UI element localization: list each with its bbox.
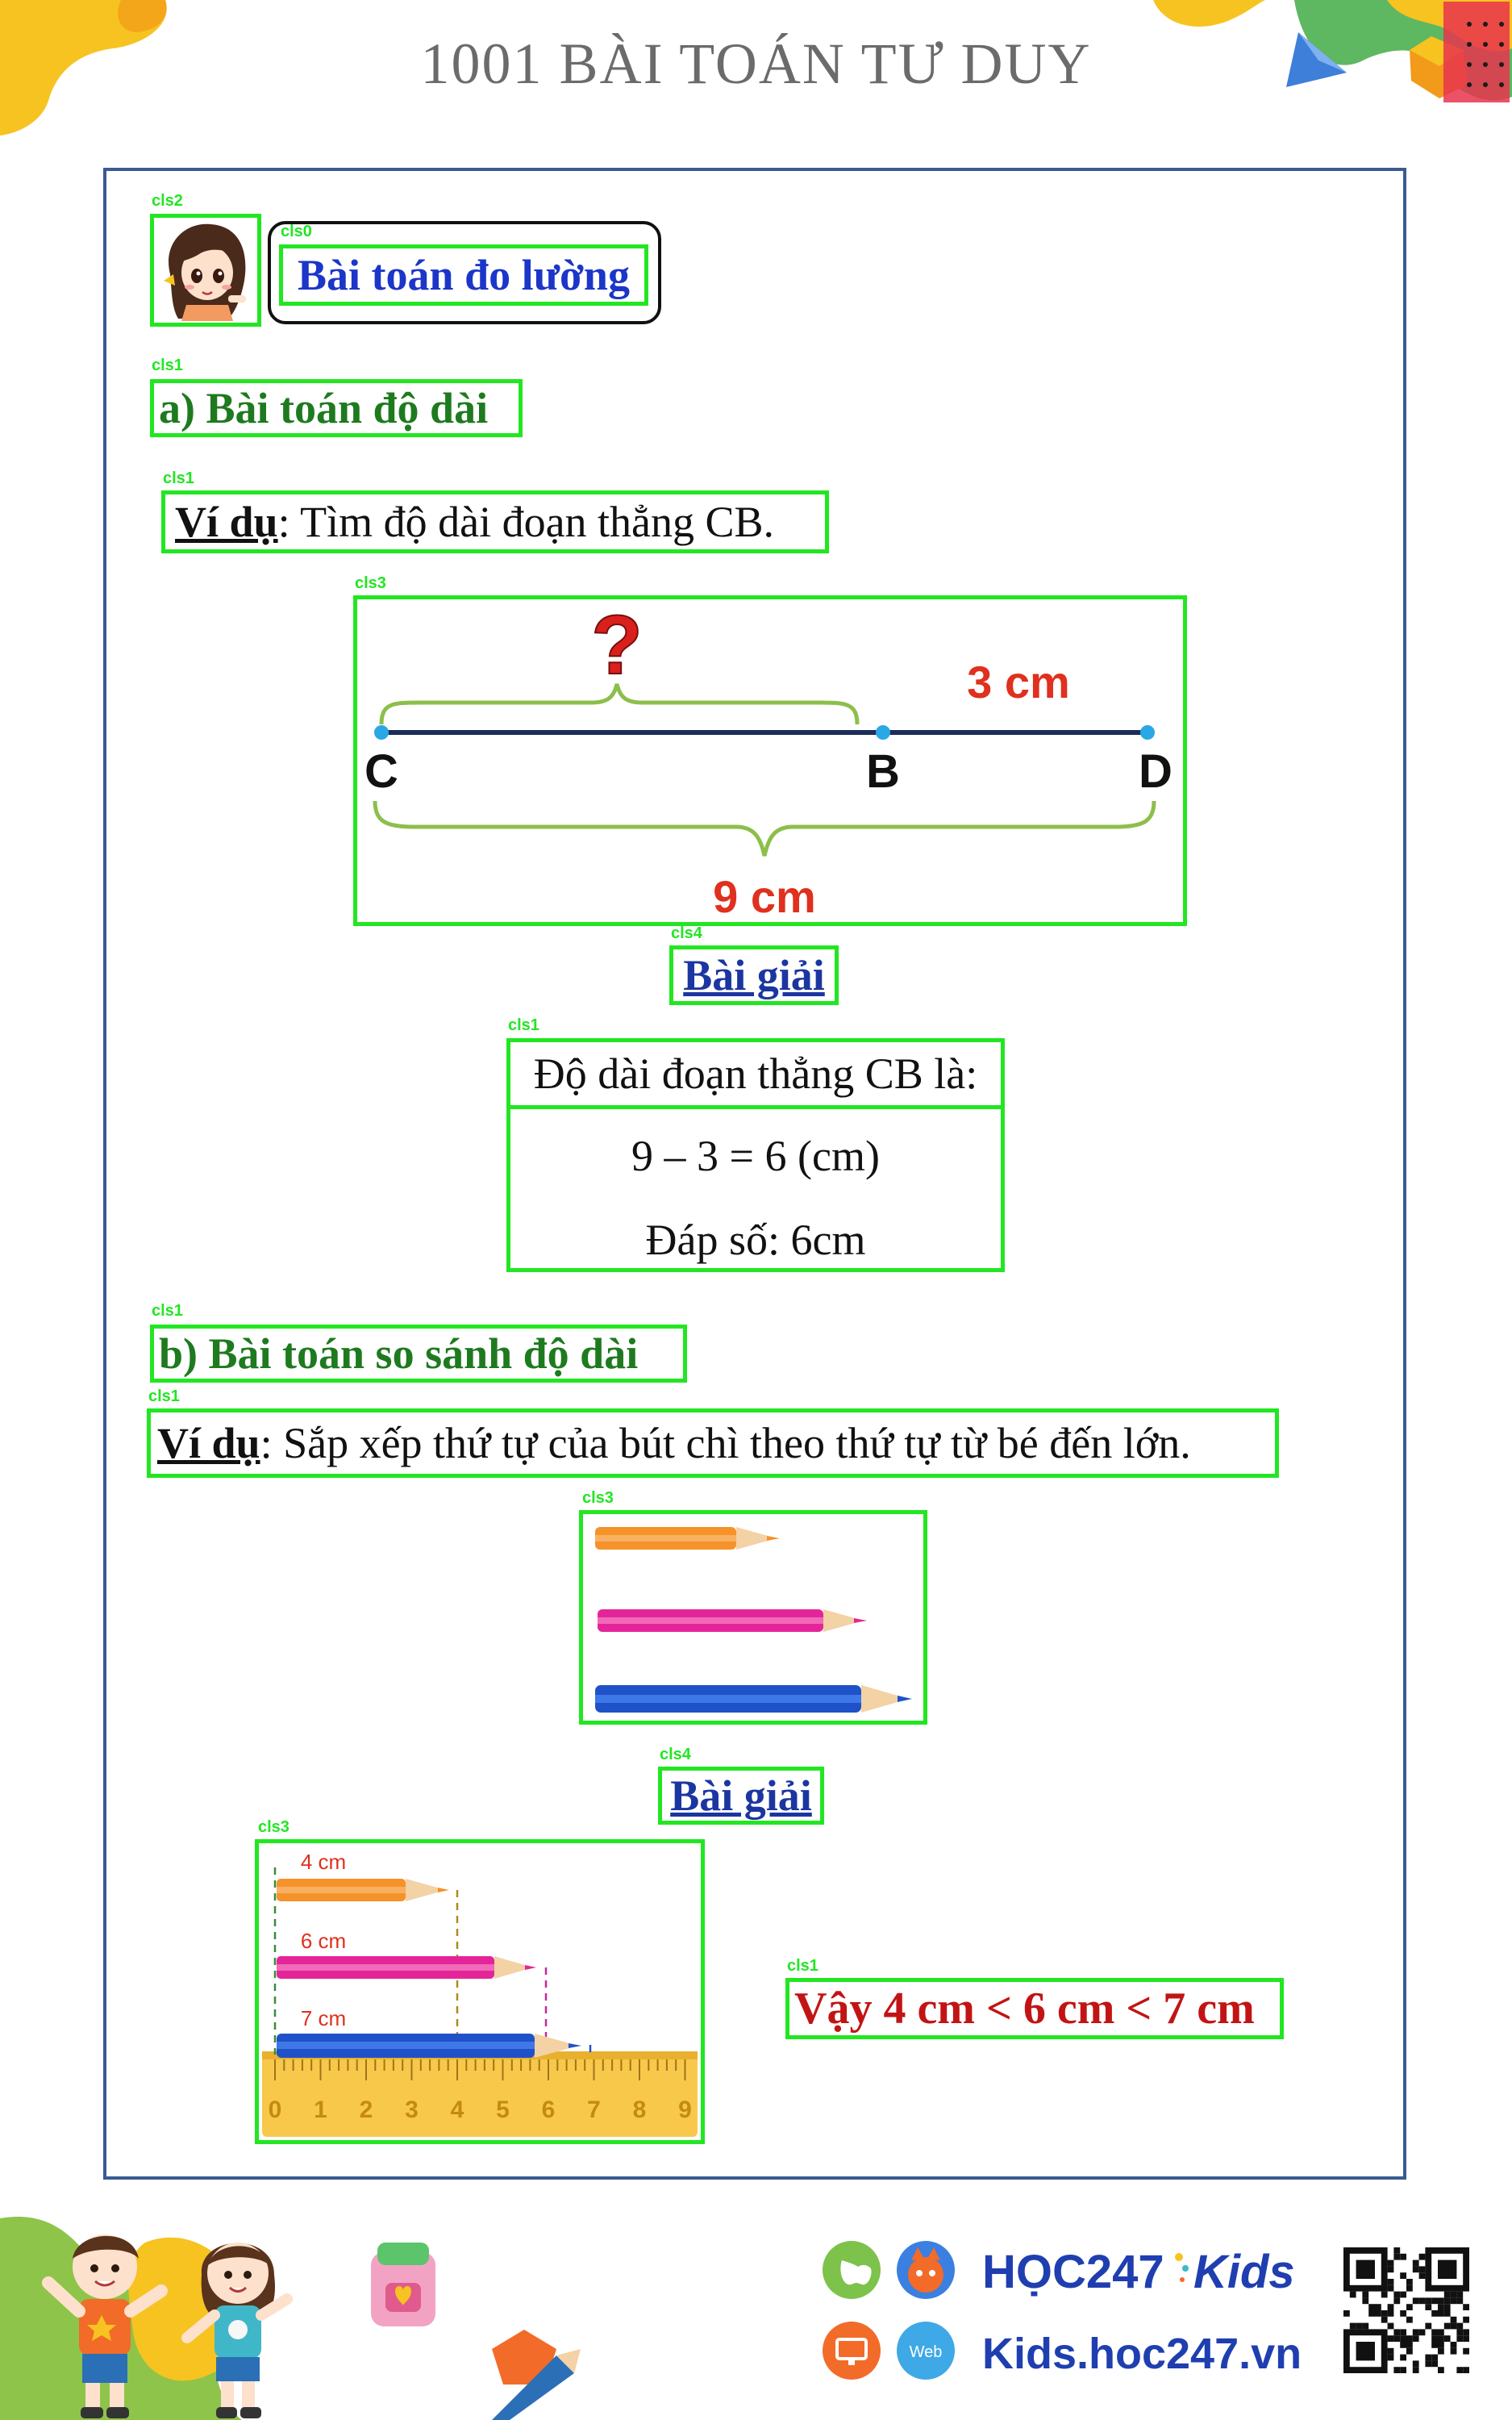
- det-tag-cls1: cls1: [152, 357, 183, 374]
- ruler-number: 0: [269, 2097, 282, 2123]
- det-tag-cls1: cls1: [508, 1016, 539, 1034]
- document-title: Bài toán đo lường: [279, 244, 648, 306]
- girl-icon: [181, 2243, 293, 2418]
- section-a-heading: a) Bài toán độ dài: [150, 379, 523, 437]
- det-tag-cls2: cls2: [152, 192, 183, 210]
- ruler-number: 1: [314, 2097, 327, 2123]
- point-d-dot: [1140, 725, 1155, 740]
- qr-code-icon[interactable]: [1339, 2243, 1474, 2378]
- brand-name: HỌC247: [982, 2246, 1164, 2298]
- ruler-number: 9: [678, 2097, 692, 2123]
- ruler-figure: 0 1 2 3 4 5 6 7 8 9 4 cm 6 cm 7 cm: [255, 1839, 705, 2144]
- ruler-number: 3: [405, 2097, 419, 2123]
- det-tag-cls1: cls1: [152, 1302, 183, 1320]
- pentagon-shape-icon: [492, 2330, 556, 2385]
- pencils-figure: [579, 1510, 927, 1725]
- ruler-body: [262, 2051, 698, 2137]
- svg-text:Web: Web: [910, 2343, 943, 2361]
- pencil-label-4cm: 4 cm: [301, 1850, 346, 1874]
- answer-line-2: 9 – 3 = 6 (cm): [631, 1132, 880, 1180]
- det-tag-cls1: cls1: [148, 1387, 180, 1405]
- title-pill: [268, 221, 661, 324]
- header-title: 1001 BÀI TOÁN TƯ DUY: [420, 31, 1092, 96]
- example-text: : Sắp xếp thứ tự của bút chì theo thứ tự…: [260, 1419, 1191, 1467]
- brace-cb: [379, 683, 860, 725]
- ruler-pencil-pink: [277, 1956, 536, 1979]
- det-tag-cls3: cls3: [582, 1489, 614, 1507]
- example-label: Ví dụ: [175, 498, 278, 546]
- corner-decoration: [0, 0, 167, 136]
- footer-brand-area: Web HỌC247 Kids Kids.hoc247.vn: [823, 2241, 1474, 2380]
- label-point-d: D: [1139, 745, 1173, 798]
- footer-kids-illustration: [0, 2217, 581, 2420]
- det-tag-cls4: cls4: [660, 1746, 691, 1763]
- ruler-number: 5: [496, 2097, 510, 2123]
- pencil-blue: [595, 1685, 912, 1713]
- section-b-example: Ví dụ: Sắp xếp thứ tự của bút chì theo t…: [147, 1408, 1279, 1478]
- pencil-label-7cm: 7 cm: [301, 2006, 346, 2030]
- girl-avatar: [164, 223, 246, 321]
- segment-figure: ? 3 cm C B D 9 cm: [353, 595, 1187, 926]
- ruler-pencil-blue: [277, 2034, 581, 2058]
- ruler-number: 7: [587, 2097, 601, 2123]
- ruler-number: 4: [451, 2097, 464, 2123]
- section-a-answer: Độ dài đoạn thẳng CB là: 9 – 3 = 6 (cm) …: [506, 1038, 1005, 1272]
- det-tag-cls3: cls3: [355, 574, 386, 592]
- det-tag-cls1: cls1: [787, 1957, 818, 1975]
- det-tag-cls4: cls4: [671, 924, 702, 942]
- det-tag-cls3: cls3: [258, 1818, 289, 1836]
- ruler-pencil-orange: [277, 1879, 449, 1901]
- mascot-icon: [897, 2241, 955, 2299]
- pencil-icon: [492, 2349, 581, 2420]
- desktop-icon: [823, 2322, 881, 2380]
- question-mark: ?: [591, 599, 643, 692]
- label-point-c: C: [364, 745, 398, 798]
- brace-cd: [373, 800, 1156, 857]
- section-a-solution-label: Bài giải: [669, 945, 839, 1005]
- det-tag-cls1: cls1: [163, 469, 194, 487]
- pencil-pink: [598, 1609, 867, 1632]
- segment-diagram: ? 3 cm C B D 9 cm: [364, 599, 1173, 922]
- pencil-orange: [595, 1527, 780, 1550]
- website-url[interactable]: Kids.hoc247.vn: [982, 2330, 1302, 2378]
- section-b-heading: b) Bài toán so sánh độ dài: [150, 1325, 687, 1383]
- section-a-example: Ví dụ: Tìm độ dài đoạn thẳng CB.: [161, 490, 829, 553]
- ruler-number: 2: [360, 2097, 373, 2123]
- brand-kids: Kids: [1193, 2246, 1295, 2298]
- label-point-b: B: [866, 745, 900, 798]
- ruler-number: 8: [633, 2097, 647, 2123]
- backpack-icon: [371, 2243, 435, 2326]
- point-c-dot: [374, 725, 389, 740]
- det-tag-cls0: cls0: [281, 223, 312, 240]
- pencils-illustration: [595, 1527, 912, 1713]
- conclusion: Vậy 4 cm < 6 cm < 7 cm: [785, 1978, 1284, 2039]
- web-icon: Web: [897, 2322, 955, 2380]
- example-text: : Tìm độ dài đoạn thẳng CB.: [277, 498, 775, 546]
- ruler-number: 6: [542, 2097, 556, 2123]
- point-b-dot: [876, 725, 890, 740]
- avatar-box: [150, 214, 261, 327]
- example-label: Ví dụ: [157, 1419, 260, 1467]
- ruler-illustration: 0 1 2 3 4 5 6 7 8 9 4 cm 6 cm 7 cm: [262, 1850, 698, 2137]
- section-b-solution-label: Bài giải: [658, 1767, 824, 1825]
- corner-shapes-decoration: [1153, 0, 1512, 102]
- label-bd-length: 3 cm: [967, 657, 1070, 707]
- app-store-icon: [823, 2241, 881, 2299]
- answer-line-3: Đáp số: 6cm: [645, 1216, 866, 1264]
- boy-icon: [42, 2234, 168, 2418]
- answer-separator: [510, 1105, 1001, 1109]
- pencil-label-6cm: 6 cm: [301, 1929, 346, 1953]
- answer-line-1: Độ dài đoạn thẳng CB là:: [533, 1049, 978, 1098]
- content-frame: [103, 168, 1406, 2180]
- label-cd-length: 9 cm: [713, 871, 816, 922]
